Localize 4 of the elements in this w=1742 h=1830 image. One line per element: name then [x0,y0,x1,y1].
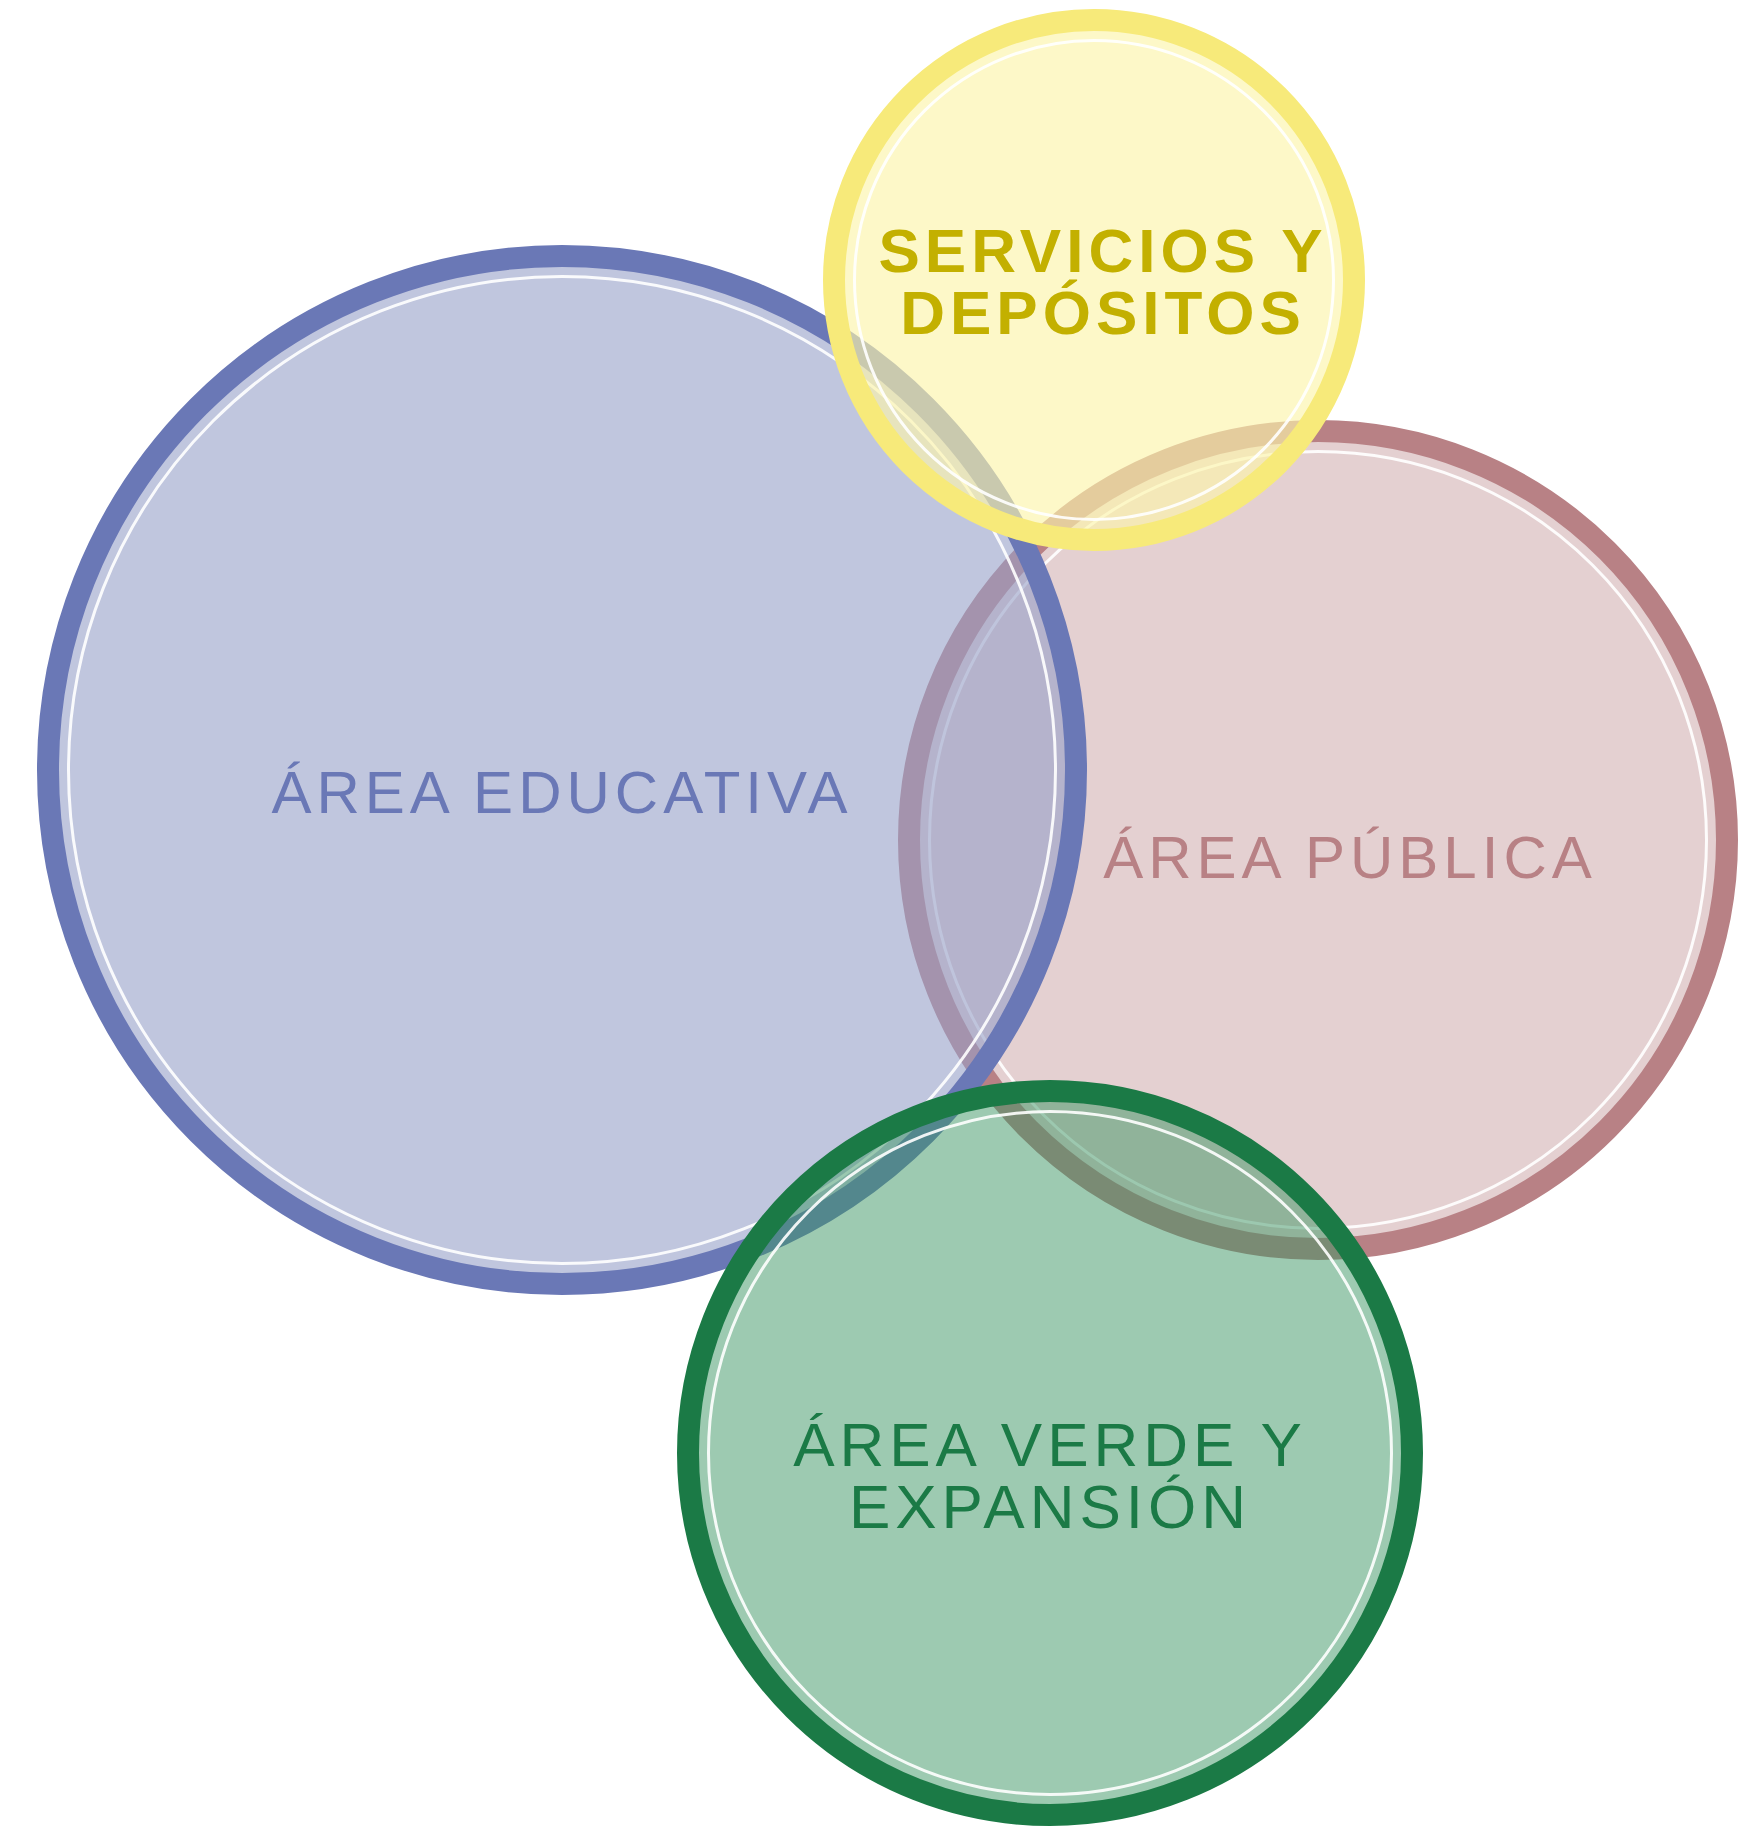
circle-label: ÁREA VERDE Y EXPANSIÓN [792,1414,1308,1538]
circle-label: SERVICIOS Y DEPÓSITOS [877,220,1329,344]
circle-label: ÁREA PÚBLICA [1102,828,1598,888]
circle-label: ÁREA EDUCATIVA [270,763,854,823]
